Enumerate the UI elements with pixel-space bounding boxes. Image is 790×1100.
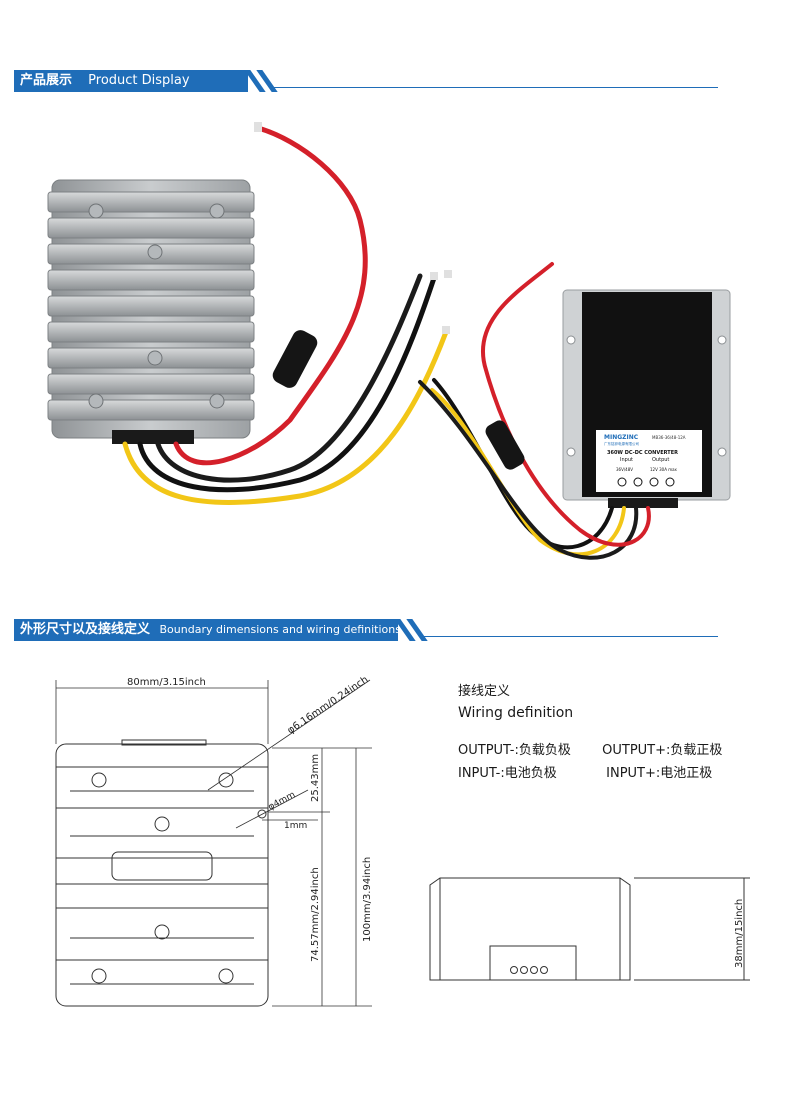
label-power: 360W DC-DC CONVERTER — [607, 450, 678, 456]
wiring-title-cn: 接线定义 — [458, 684, 511, 699]
wiring-definition: 接线定义 Wiring definition OUTPUT-:负载负极 OUTP… — [458, 680, 722, 781]
dimension-drawing: 80mm/3.15inch φ6.16mm/0.24inch φ4mm 1mm … — [55, 674, 750, 1007]
dim-height: 38mm/15inch — [734, 899, 745, 968]
dim-hole-diameter: φ6.16mm/0.24inch — [286, 674, 371, 736]
section-tab: 产品展示 Product Display — [14, 70, 248, 92]
dim-length: 100mm/3.94inch — [362, 857, 373, 942]
section-header-dimensions: 外形尺寸以及接线定义 Boundary dimensions and wirin… — [14, 619, 719, 641]
label-company: 广东铭锌电源有限公司 — [604, 441, 639, 446]
dim-hole-spacing: 25.43mm — [310, 754, 321, 802]
wiring-title-en: Wiring definition — [458, 705, 574, 721]
wiring-output-positive: OUTPUT+:负载正极 — [602, 743, 723, 758]
dim-width: 80mm/3.15inch — [127, 677, 206, 688]
label-model: MB36-36/48-12A — [652, 435, 686, 440]
wiring-input-positive: INPUT+:电池正极 — [606, 766, 713, 781]
converter-top-view — [47, 179, 255, 444]
section-header-product-display: 产品展示 Product Display — [14, 70, 719, 92]
section-title-en: Boundary dimensions and wiring definitio… — [159, 623, 401, 636]
dim-slot: φ4mm — [267, 790, 297, 813]
product-photo: MINGZINC MB36-36/48-12A 广东铭锌电源有限公司 360W … — [47, 122, 731, 560]
section-title-cn: 产品展示 — [20, 73, 73, 88]
wires-left — [122, 125, 449, 506]
section-tab: 外形尺寸以及接线定义 Boundary dimensions and wirin… — [14, 619, 401, 641]
wiring-output-negative: OUTPUT-:负载负极 — [458, 743, 571, 758]
label-brand: MINGZINC — [604, 434, 639, 441]
label-output: Output — [652, 457, 669, 463]
section-title-en: Product Display — [88, 73, 190, 88]
section-divider — [272, 87, 718, 88]
label-input-voltage: 36V/48V — [616, 467, 633, 472]
converter-label-view: MINGZINC MB36-36/48-12A 广东铭锌电源有限公司 360W … — [562, 289, 731, 508]
wiring-input-negative: INPUT-:电池负极 — [458, 766, 557, 781]
side-view-outline — [429, 877, 750, 981]
top-view-outline — [55, 739, 269, 1007]
section-divider — [422, 636, 718, 637]
label-input: Input — [620, 457, 633, 463]
dim-hole-pitch: 74.57mm/2.94inch — [310, 867, 321, 962]
section-title-cn: 外形尺寸以及接线定义 — [20, 622, 151, 637]
dim-edge: 1mm — [284, 821, 307, 831]
label-output-rating: 12V 30A max — [650, 467, 678, 472]
